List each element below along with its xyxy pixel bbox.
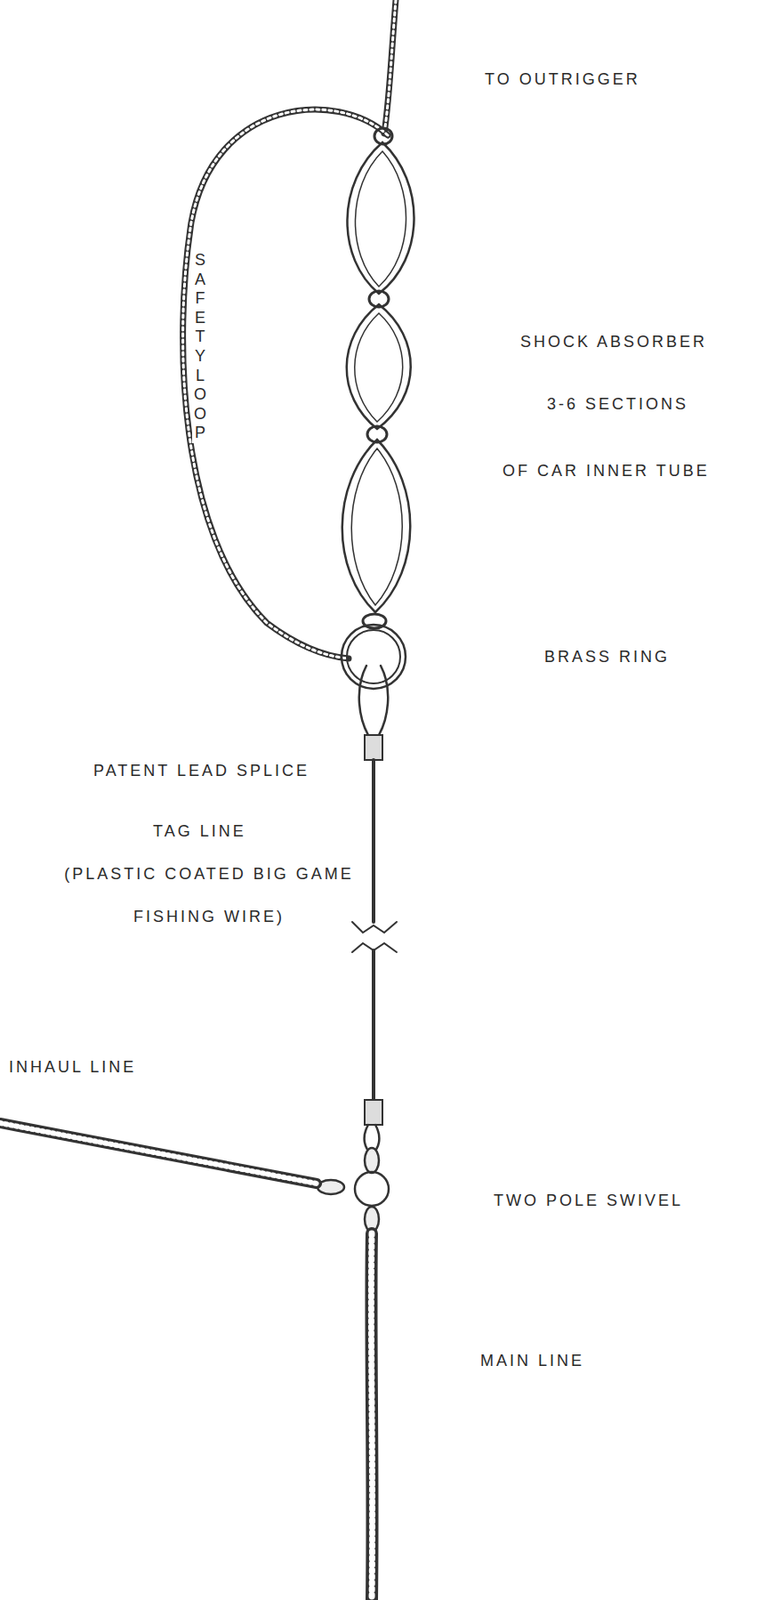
two-pole-swivel [317,1147,389,1231]
part-label: 3-6 SECTIONS [546,394,689,415]
brass-ring [341,624,406,689]
part-label: SHOCK ABSORBER [520,331,708,353]
part-label: OF CAR INNER TUBE [502,460,710,482]
part-label: TAG LINE [152,820,247,842]
safety-loop-rope [183,109,388,659]
part-label: PATENT LEAD SPLICE [93,760,310,781]
inhaul-rope [0,1122,317,1183]
tag-line-wire [352,665,397,1153]
part-label: TWO POLE SWIVEL [493,1190,684,1211]
shock-absorber [342,128,415,628]
part-label: INHAUL LINE [8,1056,137,1078]
outrigger-rope [384,0,396,134]
part-label: TO OUTRIGGER [484,69,641,90]
part-label: MAIN LINE [480,1350,585,1371]
part-label: BRASS RING [544,646,670,668]
part-label: SAFETY LOOP [192,250,209,443]
main-line-rope [370,1232,372,1600]
part-label: (PLASTIC COATED BIG GAME FISHING WIRE) [53,852,365,938]
